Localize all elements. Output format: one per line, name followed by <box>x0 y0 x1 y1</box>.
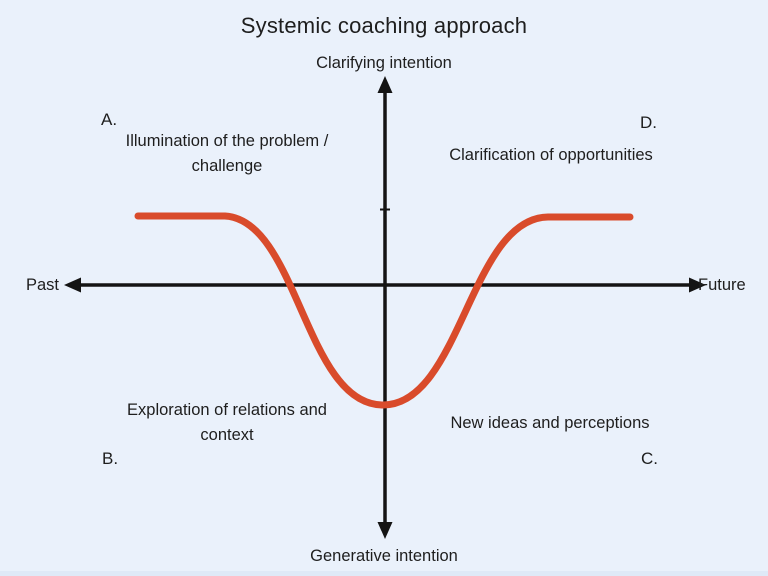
vertical-axis-top-label: Clarifying intention <box>316 54 452 72</box>
page-title: Systemic coaching approach <box>240 13 528 38</box>
quadrant-c-letter: C. <box>641 449 658 468</box>
process-curve <box>134 212 634 409</box>
quadrant-b-text: Exploration of relations and context <box>127 401 327 444</box>
quadrant-d-text: Clarification of opportunities <box>449 146 653 164</box>
horizontal-axis-future-label: Future <box>698 276 746 294</box>
vertical-axis-bottom-label: Generative intention <box>310 547 458 565</box>
quadrant-d-letter: D. <box>640 113 657 132</box>
vertical-axis-down-arrowhead-icon <box>377 522 393 539</box>
vertical-axis-up-arrowhead-icon <box>377 76 393 93</box>
horizontal-axis-right-arrowhead-icon <box>689 277 706 293</box>
horizontal-axis-left-arrowhead-icon <box>64 277 81 293</box>
quadrant-a-letter: A. <box>101 110 118 129</box>
bottom-edge-strip <box>0 571 768 576</box>
horizontal-axis-past-label: Past <box>26 276 60 294</box>
quadrant-a-text: Illumination of the problem / challenge <box>125 132 329 175</box>
quadrant-b-letter: B. <box>102 449 119 468</box>
quadrant-c-text: New ideas and perceptions <box>450 414 650 432</box>
